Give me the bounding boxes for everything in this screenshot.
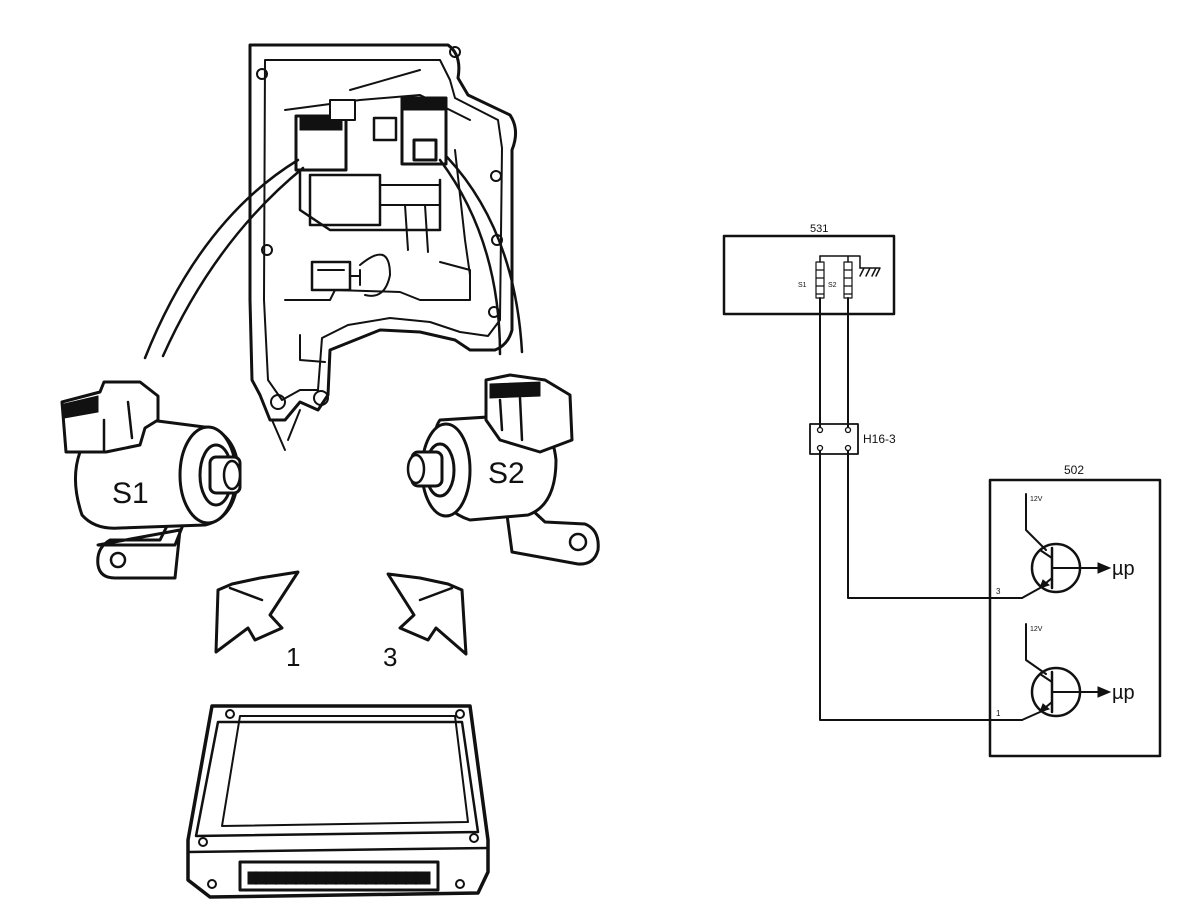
control-unit [186, 704, 490, 899]
valve-body-housing [248, 43, 517, 451]
solenoid-s2-label: S2 [488, 457, 525, 490]
block-531-ref: 531 [810, 223, 828, 235]
coil-s1 [815, 255, 825, 299]
transistor-2-output: µp [1112, 682, 1135, 704]
connector-h16-3-label: H16-3 [863, 432, 896, 446]
solenoid-s2 [406, 373, 600, 566]
transistor-1 [1021, 493, 1112, 599]
transistor-1-pin: 3 [996, 587, 1001, 596]
solenoid-wiring [143, 155, 524, 360]
connector-h16-3 [809, 423, 859, 455]
solenoid-s1-label: S1 [112, 477, 149, 510]
block-502 [988, 478, 1162, 758]
signal-arrow-1 [214, 570, 300, 654]
signal-arrow-3-label: 3 [383, 642, 397, 672]
coil-s2-label: S2 [828, 282, 837, 289]
signal-arrow-1-label: 1 [286, 642, 300, 672]
ground-icon [859, 267, 881, 277]
block-531 [722, 234, 896, 316]
transistor-1-supply: 12V [1030, 496, 1043, 503]
transistor-2 [1021, 623, 1112, 721]
coil-s1-label: S1 [798, 282, 807, 289]
signal-arrow-3 [386, 572, 468, 656]
transistor-1-output: µp [1112, 558, 1135, 580]
solenoid-s1 [60, 380, 242, 580]
transistor-2-pin: 1 [996, 709, 1001, 718]
schematic-wiring [819, 297, 1023, 721]
coil-s2 [843, 255, 853, 299]
transistor-2-supply: 12V [1030, 626, 1043, 633]
block-502-ref: 502 [1064, 463, 1084, 477]
